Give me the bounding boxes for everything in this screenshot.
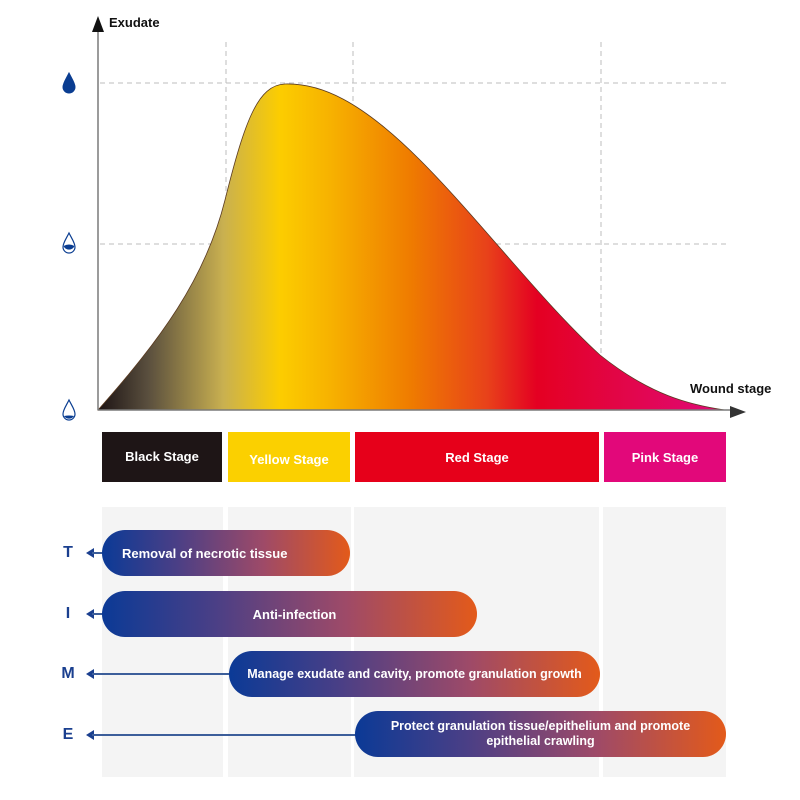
water-drop-low-icon	[62, 398, 76, 421]
arrow-line	[92, 613, 104, 615]
time-bar-label: Anti-infection	[252, 606, 337, 622]
time-letter-i: I	[65, 605, 71, 622]
exudate-curve	[97, 83, 726, 411]
time-letter-m: M	[61, 665, 75, 682]
water-drop-half-icon	[62, 231, 76, 254]
arrow-left-icon	[86, 669, 94, 679]
x-axis-label: Wound stage	[690, 381, 772, 396]
arrow-left-icon	[86, 609, 94, 619]
x-axis-arrow-icon	[730, 406, 746, 418]
time-bar-label: Removal of necrotic tissue	[122, 545, 288, 561]
time-letter-t: T	[63, 544, 73, 561]
time-letter-e: E	[62, 726, 74, 743]
time-bar-label: Manage exudate and cavity, promote granu…	[247, 666, 582, 681]
time-bar-t: Removal of necrotic tissue	[102, 530, 350, 576]
arrow-line	[92, 673, 232, 675]
stage-label: Black Stage	[125, 449, 199, 464]
arrow-line	[92, 734, 360, 736]
stage-red: Red Stage	[355, 432, 599, 482]
stage-black: Black Stage	[102, 432, 222, 482]
stage-label: Yellow Stage	[249, 451, 329, 467]
stage-label: Red Stage	[445, 449, 509, 465]
arrow-left-icon	[86, 730, 94, 740]
time-bar-e: Protect granulation tissue/epithelium an…	[355, 711, 726, 757]
y-axis-arrow-icon	[92, 16, 104, 32]
stage-yellow: Yellow Stage	[228, 432, 350, 482]
arrow-left-icon	[86, 548, 94, 558]
time-bar-i: Anti-infection	[102, 591, 477, 637]
time-bar-m: Manage exudate and cavity, promote granu…	[229, 651, 600, 697]
stage-pink: Pink Stage	[604, 432, 726, 482]
arrow-line	[92, 552, 104, 554]
water-drop-full-icon	[62, 71, 76, 94]
exudate-chart	[62, 16, 746, 421]
stage-label: Pink Stage	[631, 449, 699, 465]
time-bar-label: Protect granulation tissue/epithelium an…	[390, 719, 691, 748]
y-axis-label: Exudate	[109, 15, 160, 30]
